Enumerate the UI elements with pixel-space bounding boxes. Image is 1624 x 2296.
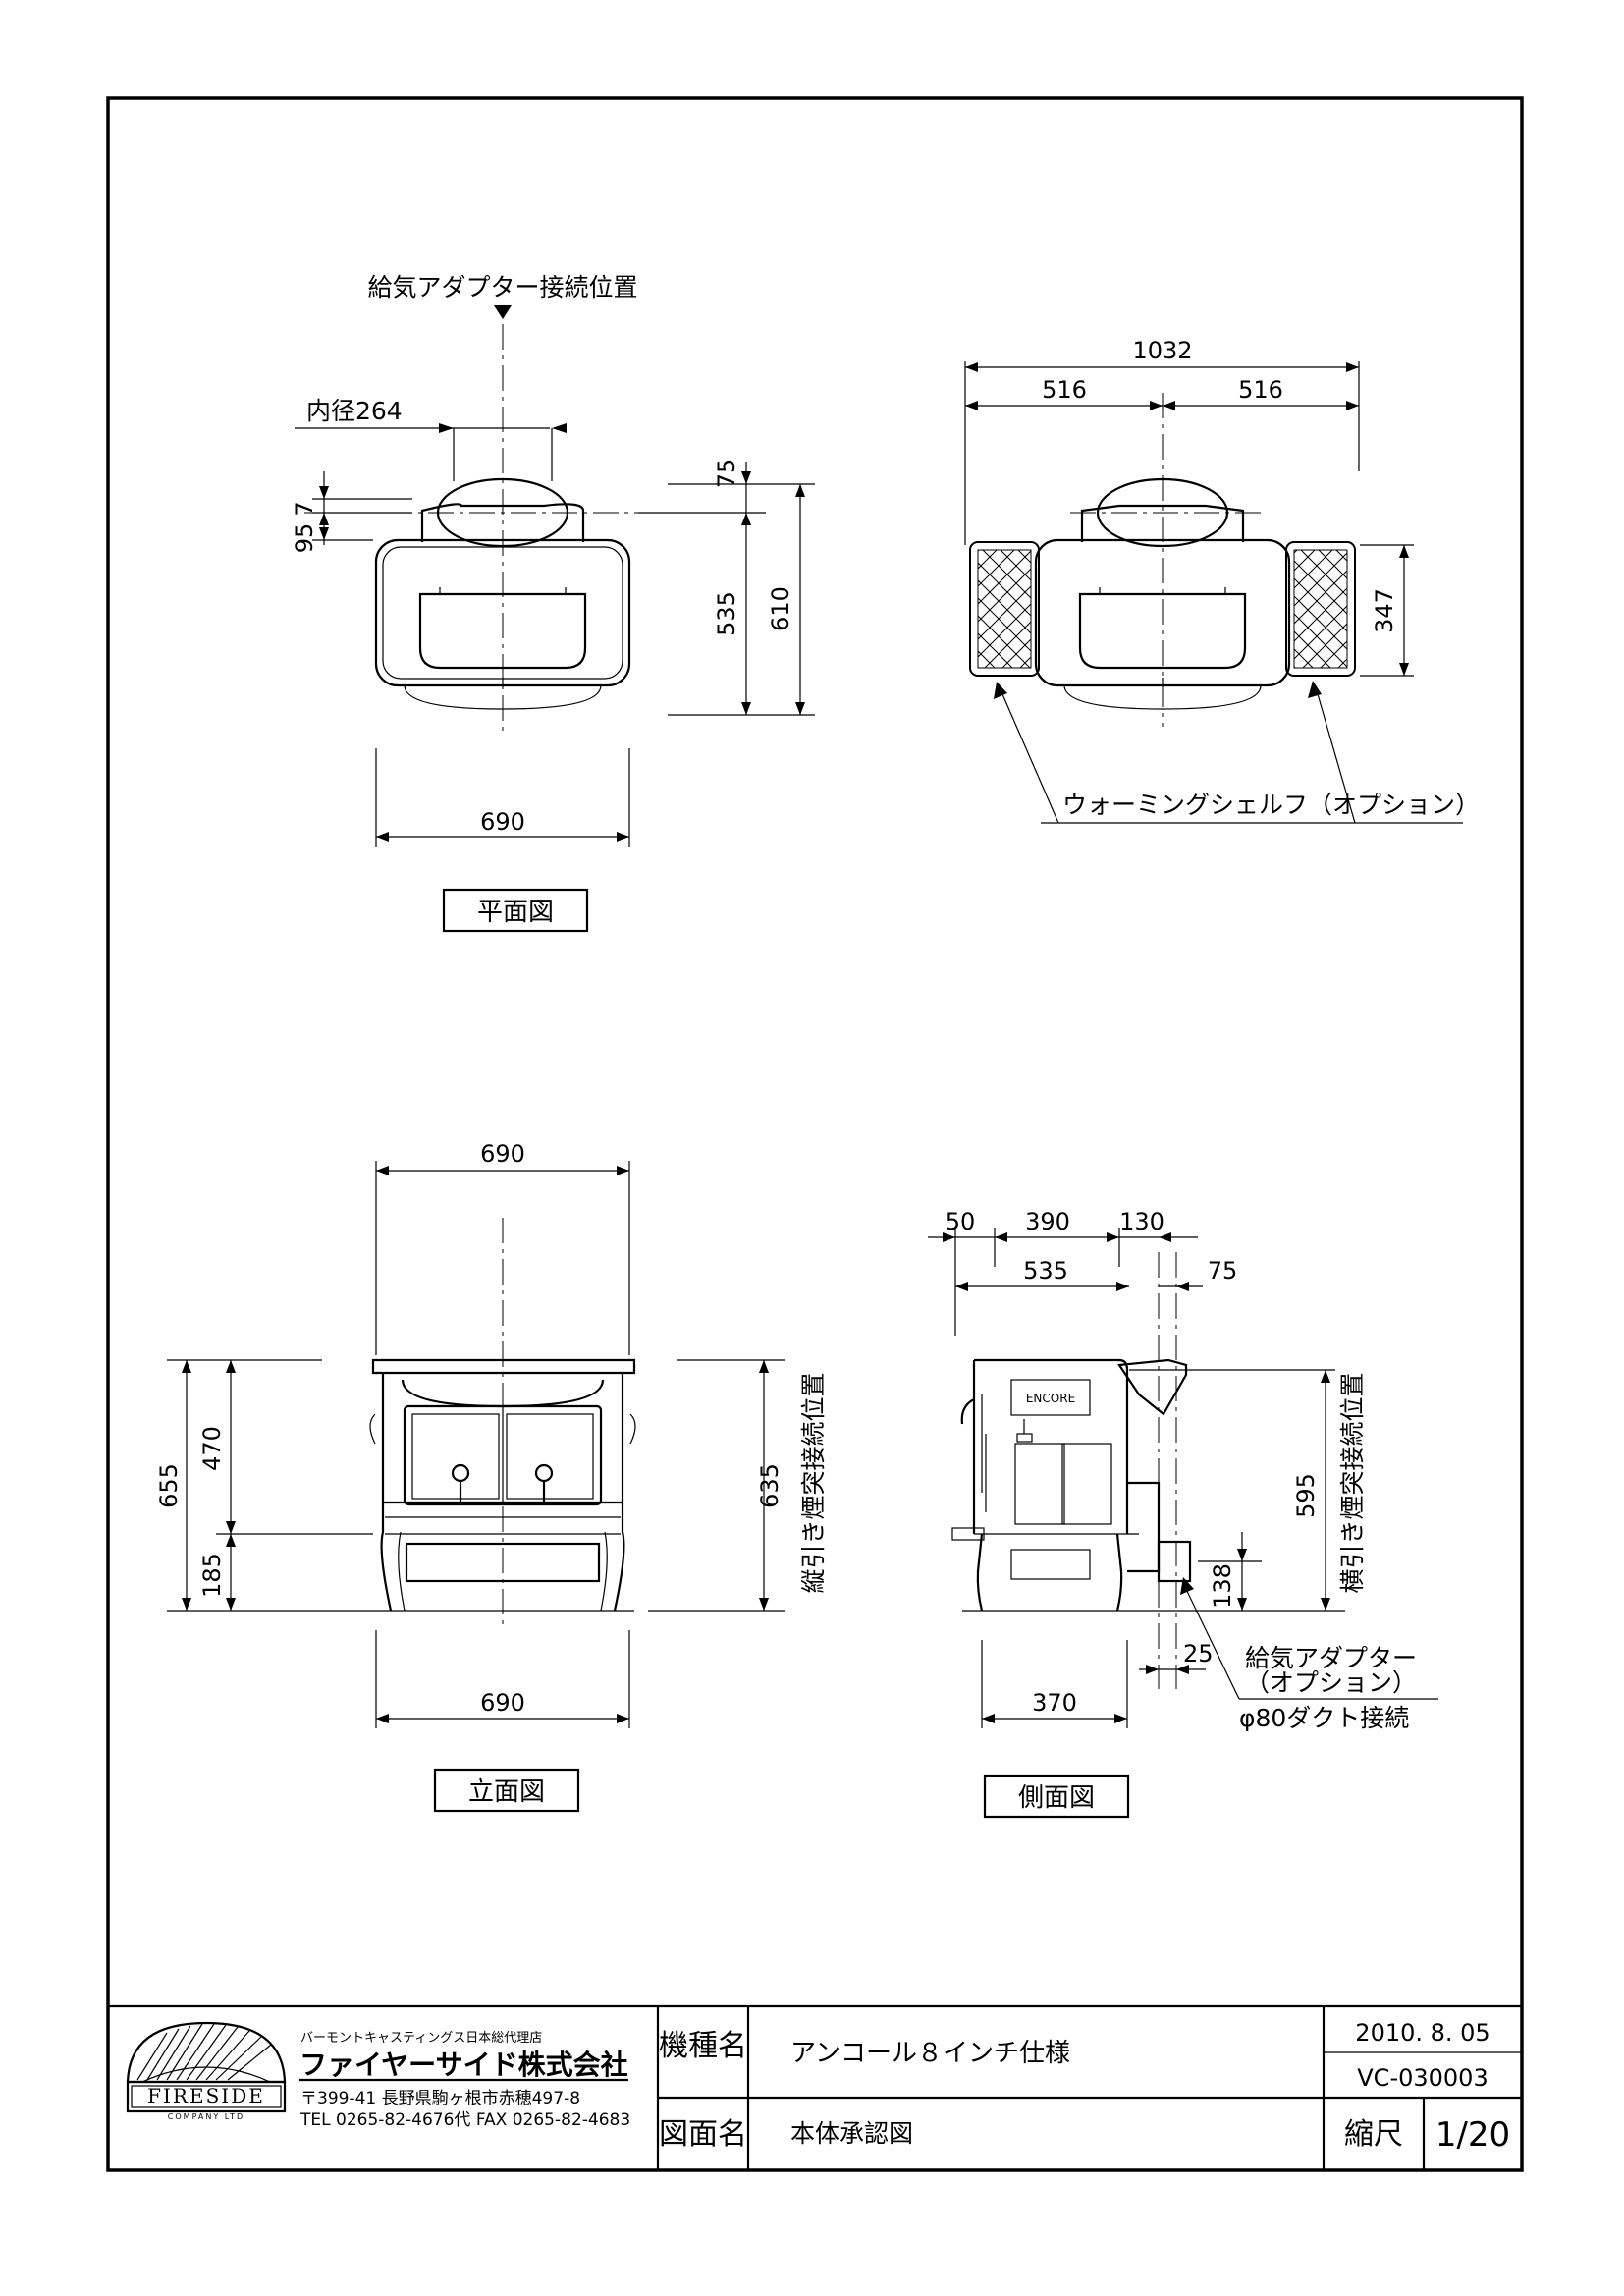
svg-text:138: 138 — [1209, 1563, 1236, 1609]
scale-value: 1/20 — [1435, 2115, 1510, 2155]
drawing-label: 図面名 — [659, 2117, 747, 2152]
svg-text:1032: 1032 — [1132, 337, 1192, 364]
side-caption-box — [983, 1774, 1130, 1819]
svg-text:690: 690 — [480, 1140, 525, 1168]
company-name: ファイヤーサイド株式会社 — [299, 2049, 628, 2081]
svg-text:595: 595 — [1292, 1473, 1320, 1518]
svg-text:370: 370 — [1032, 1689, 1077, 1717]
front-elevation: 690 655 470 185 — [155, 1140, 828, 1813]
company-phone: TEL 0265-82-4676代 FAX 0265-82-4683 — [299, 2110, 630, 2130]
svg-text:535: 535 — [1023, 1257, 1068, 1285]
svg-text:610: 610 — [767, 586, 794, 631]
encore-badge: ENCORE — [1026, 1392, 1075, 1405]
inner-diameter-label: 内径264 — [306, 397, 403, 425]
svg-text:516: 516 — [1042, 376, 1087, 404]
drawing-value: 本体承認図 — [790, 2119, 913, 2148]
horizontal-flue-label: 横引き煙突接続位置 — [1338, 1372, 1367, 1593]
plan-caption-box — [442, 888, 589, 933]
svg-text:690: 690 — [480, 808, 525, 836]
svg-text:635: 635 — [756, 1463, 784, 1508]
svg-text:347: 347 — [1371, 588, 1398, 633]
svg-text:75: 75 — [713, 459, 740, 489]
plan-view-with-shelves: 1032 516 516 347 ウォーミングシェルフ（オプション） — [964, 337, 1480, 824]
vertical-flue-label: 縦引き煙突接続位置 — [799, 1372, 828, 1593]
side-elevation: 50 390 130 535 75 ENCORE — [928, 1208, 1438, 1819]
svg-text:185: 185 — [198, 1553, 226, 1598]
logo-sub: COMPANY LTD — [168, 2112, 244, 2121]
svg-text:390: 390 — [1025, 1208, 1070, 1235]
scale-label: 縮尺 — [1344, 2117, 1403, 2152]
svg-text:130: 130 — [1119, 1208, 1164, 1235]
drawing-date: 2010. 8. 05 — [1355, 2019, 1489, 2047]
air-adapter-option-line3: φ80ダクト接続 — [1239, 1704, 1409, 1732]
svg-text:50: 50 — [946, 1208, 976, 1235]
company-small: バーモントキャスティングス日本総代理店 — [300, 2031, 542, 2046]
drawing-number: VC-030003 — [1357, 2064, 1488, 2092]
front-caption-box — [433, 1768, 580, 1813]
logo-text: FIRESIDE — [147, 2084, 265, 2107]
svg-text:655: 655 — [155, 1463, 183, 1508]
svg-text:516: 516 — [1238, 376, 1283, 404]
svg-text:470: 470 — [198, 1426, 226, 1471]
company-address: 〒399-41 長野県駒ヶ根市赤穂497-8 — [300, 2089, 580, 2108]
plan-view: 給気アダプター接続位置 内径264 7 95 — [291, 273, 815, 933]
front-caption: 立面図 — [468, 1777, 545, 1807]
side-caption: 側面図 — [1018, 1783, 1095, 1813]
plan-caption: 平面図 — [477, 898, 554, 927]
fireside-logo: FIRESIDE COMPANY LTD — [126, 2021, 287, 2121]
sheet-border — [106, 96, 1524, 2172]
svg-text:535: 535 — [713, 591, 740, 636]
model-value: アンコール８インチ仕様 — [790, 2039, 1070, 2068]
svg-text:95: 95 — [291, 523, 318, 554]
air-adapter-option-line2: （オプション） — [1245, 1668, 1417, 1697]
svg-text:25: 25 — [1183, 1640, 1214, 1667]
title-block: FIRESIDE COMPANY LTD バーモントキャスティングス日本総代理店… — [108, 2004, 1522, 2170]
model-label: 機種名 — [659, 2029, 747, 2063]
svg-text:690: 690 — [480, 1689, 525, 1717]
warming-shelf-label: ウォーミングシェルフ（オプション） — [1062, 791, 1480, 819]
air-adapter-label: 給気アダプター接続位置 — [367, 273, 637, 301]
svg-text:7: 7 — [291, 501, 318, 516]
air-adapter-option-line1: 給気アダプター — [1245, 1644, 1417, 1672]
air-adapter-arrow — [494, 305, 512, 319]
svg-text:75: 75 — [1208, 1257, 1238, 1285]
